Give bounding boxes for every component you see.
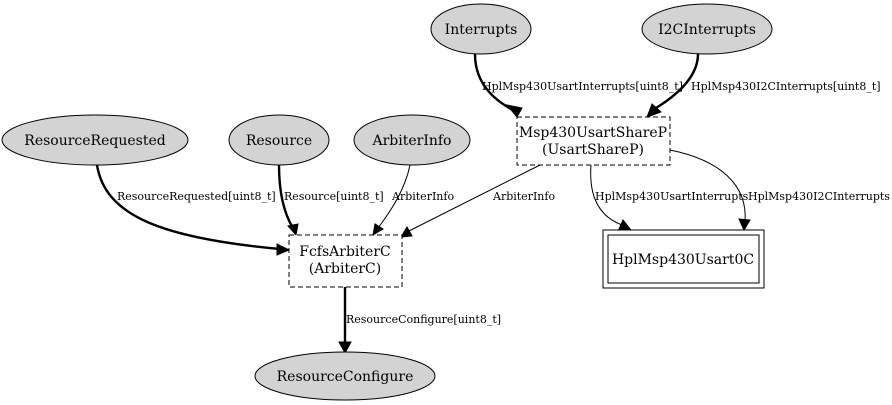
edge-label-resource: Resource[uint8_t] [284,190,384,203]
edge-label-i2c-interrupts-array: HplMsp430I2CInterrupts[uint8_t] [691,80,881,93]
edge-label-arbiter-info: ArbiterInfo [391,190,454,203]
node-msp430usartsharep-name: Msp430UsartShareP [519,125,667,141]
node-resourceconfigure: ResourceConfigure [254,351,436,401]
node-interrupts: Interrupts [430,3,532,55]
edge-label-resource-requested: ResourceRequested[uint8_t] [117,190,276,203]
edge-label-usart-interrupts: HplMsp430UsartInterrupts [595,190,749,203]
node-arbiterinfo-label: ArbiterInfo [371,133,451,149]
edge-label-usart-interrupts-array: HplMsp430UsartInterrupts[uint8_t] [482,80,683,93]
edge-interrupts-to-usartsharep: HplMsp430UsartInterrupts[uint8_t] [473,53,683,118]
node-msp430usartsharep-alias: (UsartShareP) [542,142,644,158]
node-i2cinterrupts-label: I2CInterrupts [658,22,756,38]
node-resource-label: Resource [246,133,312,149]
edge-resourcerequested-to-arbiter: ResourceRequested[uint8_t] [95,164,291,256]
edge-arbiterinfo-to-arbiter: ArbiterInfo [372,164,454,236]
node-interrupts-label: Interrupts [445,22,518,38]
node-fcfsarbiterc-alias: (ArbiterC) [309,261,381,277]
node-msp430usartsharep: Msp430UsartShareP (UsartShareP) [516,116,671,166]
node-resourcerequested: ResourceRequested [1,114,189,166]
node-hplmsp430usart0c-label: HplMsp430Usart0C [612,252,754,268]
node-resource: Resource [228,114,330,166]
node-fcfsarbiterc-name: FcfsArbiterC [299,244,390,260]
edge-i2cinterrupts-to-usartsharep: HplMsp430I2CInterrupts[uint8_t] [646,53,881,118]
edge-arbiter-to-resourceconfigure: ResourceConfigure[uint8_t] [338,287,501,355]
edge-resource-to-arbiter: Resource[uint8_t] [277,164,384,237]
node-resourceconfigure-label: ResourceConfigure [277,369,414,385]
node-hplmsp430usart0c: HplMsp430Usart0C [602,229,765,289]
node-resourcerequested-label: ResourceRequested [24,133,165,149]
edge-usartsharep-to-usart0c-i2c: HplMsp430I2CInterrupts [669,149,890,232]
node-arbiterinfo: ArbiterInfo [353,114,471,166]
edge-usartsharep-to-usart0c-interrupts: HplMsp430UsartInterrupts [590,164,749,231]
node-fcfsarbiterc: FcfsArbiterC (ArbiterC) [288,234,403,288]
edge-label-resource-configure: ResourceConfigure[uint8_t] [346,313,501,326]
edge-label-share-arbiter-info: ArbiterInfo [492,190,555,203]
edge-usartsharep-to-arbiter: ArbiterInfo [400,164,555,238]
node-i2cinterrupts: I2CInterrupts [641,3,773,55]
edge-label-i2c-interrupts: HplMsp430I2CInterrupts [748,190,890,203]
